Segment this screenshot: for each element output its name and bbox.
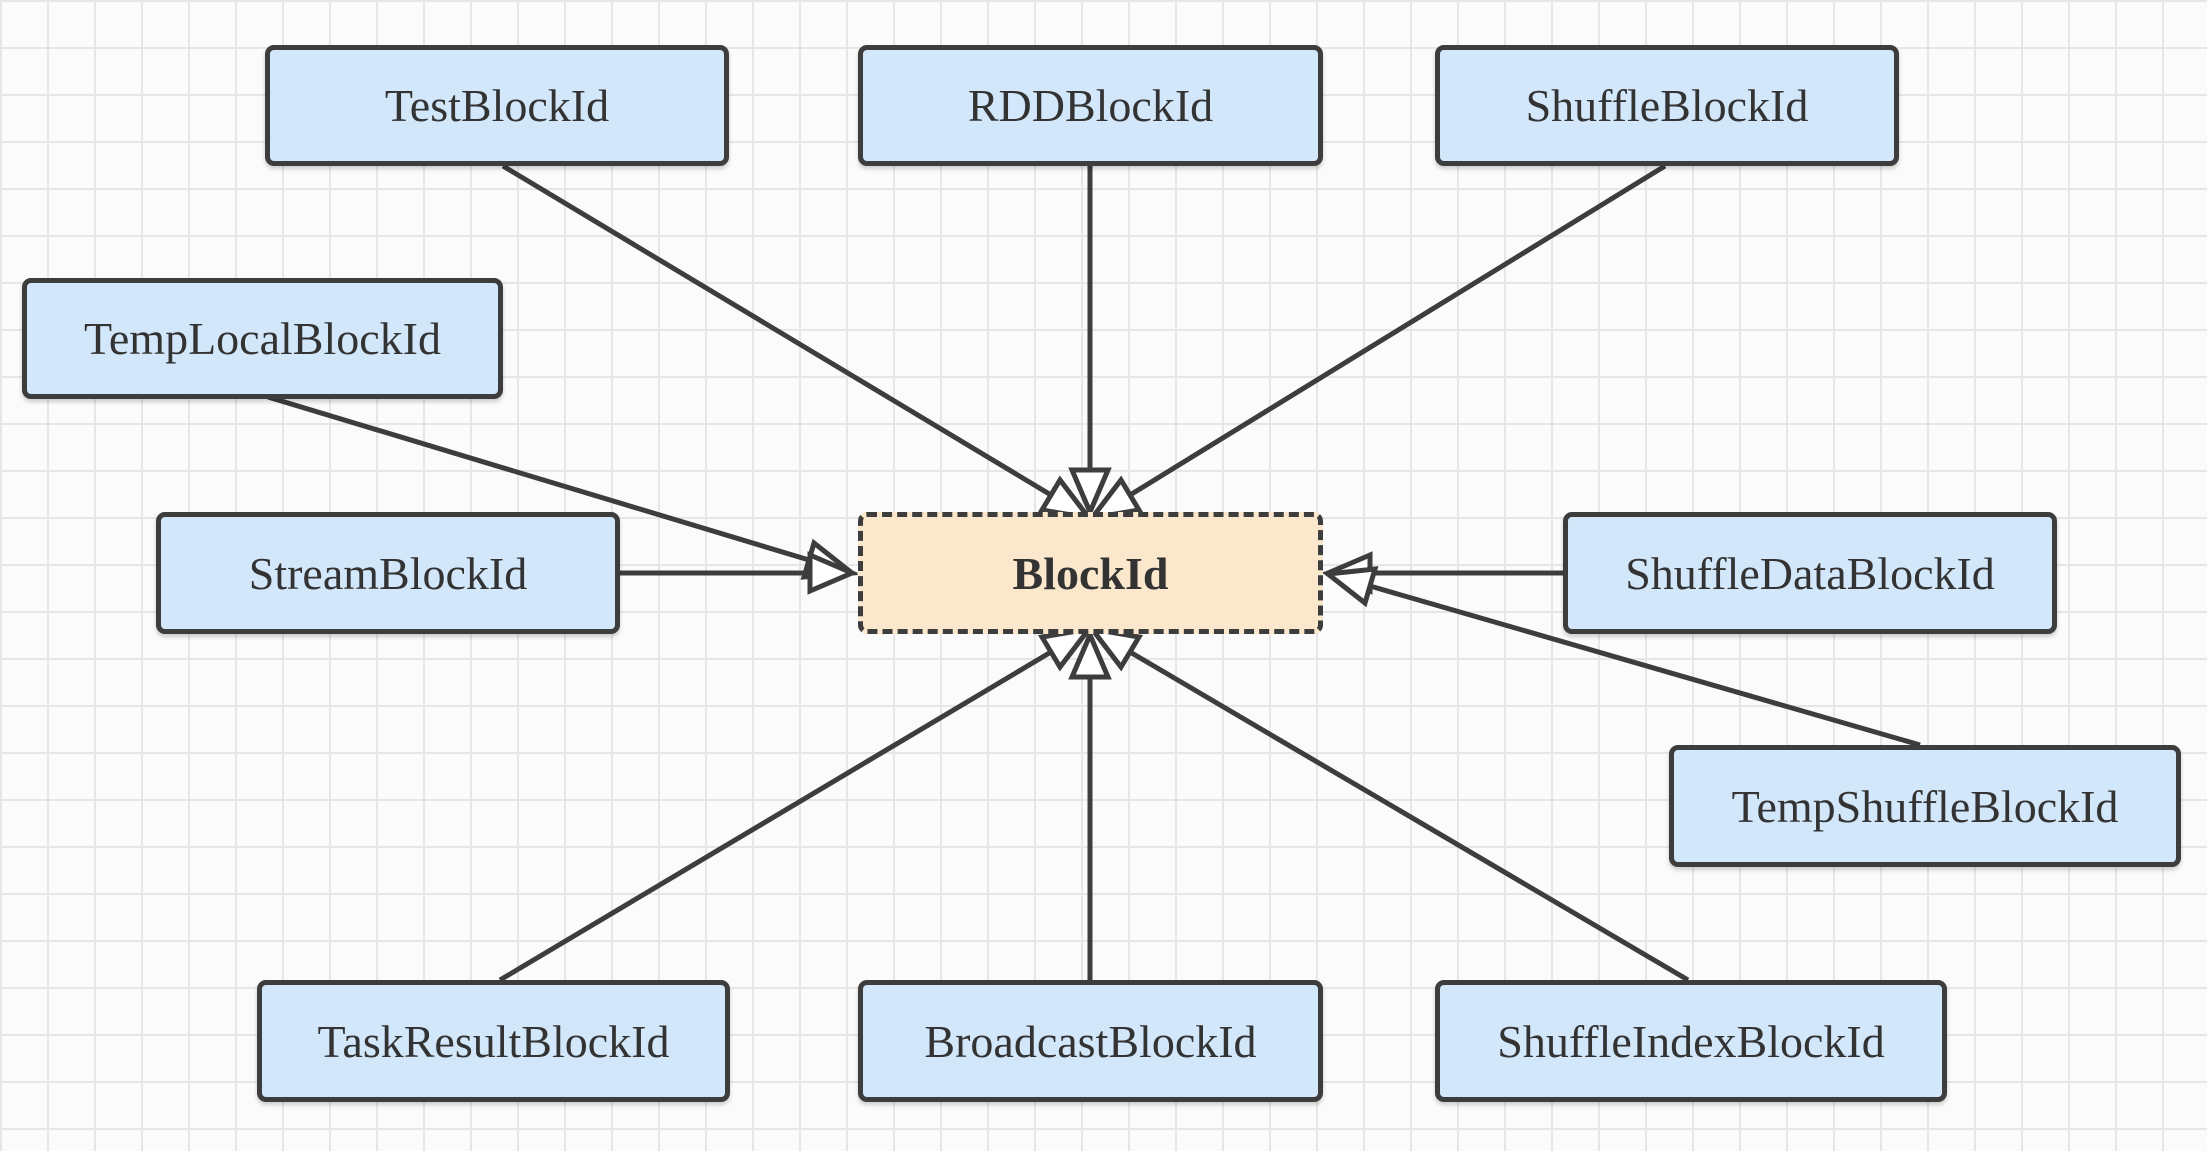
- node-taskresultblockid[interactable]: TaskResultBlockId: [257, 980, 730, 1102]
- node-templocalblockid[interactable]: TempLocalBlockId: [22, 278, 503, 399]
- edge-shuffle-to-blockid: [1086, 163, 1667, 522]
- node-rddblockid[interactable]: RDDBlockId: [858, 45, 1323, 166]
- node-tempshuffleblockid[interactable]: TempShuffleBlockId: [1669, 745, 2181, 867]
- node-broadcastblockid[interactable]: BroadcastBlockId: [858, 980, 1323, 1102]
- node-testblockid[interactable]: TestBlockId: [265, 45, 729, 166]
- node-shuffleblockid[interactable]: ShuffleBlockId: [1435, 45, 1899, 166]
- edge-stream-to-blockid: [620, 551, 859, 595]
- node-blockid[interactable]: BlockId: [858, 512, 1323, 634]
- node-shuffledatablockid[interactable]: ShuffleDataBlockId: [1563, 512, 2057, 634]
- edge-broadcast-to-blockid: [1068, 628, 1112, 980]
- edge-shuffleindex-to-blockid: [1086, 625, 1690, 983]
- edge-taskresult-to-blockid: [498, 625, 1095, 983]
- edge-tempshuffle-to-blockid: [1321, 566, 1921, 748]
- edge-test-to-blockid: [501, 163, 1095, 522]
- edge-rdd-to-blockid: [1068, 166, 1112, 519]
- node-streamblockid[interactable]: StreamBlockId: [156, 512, 620, 634]
- node-shuffleindexblockid[interactable]: ShuffleIndexBlockId: [1435, 980, 1947, 1102]
